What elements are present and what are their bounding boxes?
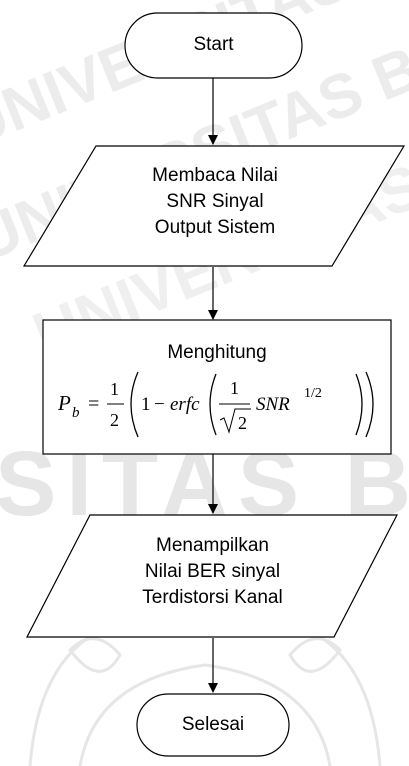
formula-inner-numerator: 1 [230, 378, 239, 398]
formula-frac-numerator: 1 [110, 379, 119, 399]
start-terminator-shape [124, 12, 303, 79]
formula-one: 1 [141, 394, 151, 415]
output-line-2: Nilai BER sinyal [144, 561, 281, 582]
end-terminator-shape [136, 693, 290, 757]
formula-minus: − [154, 394, 165, 415]
input-line-2: SNR Sinyal [166, 191, 264, 212]
output-parallelogram-shape [26, 514, 398, 638]
formula-sqrt-sign [219, 408, 251, 434]
formula-inner-denominator: 2 [238, 413, 247, 433]
formula-outer-left-paren [130, 371, 139, 438]
end-label: Selesai [181, 714, 245, 735]
formula-equals: = [88, 393, 99, 415]
formula-lhs-subscript: b [72, 405, 80, 421]
formula-variable: SNR [256, 394, 290, 415]
formula-outer-right-paren [365, 371, 374, 438]
formula-exponent: 1/2 [304, 386, 322, 401]
start-label: Start [193, 34, 234, 55]
input-line-1: Membaca Nilai [152, 165, 278, 186]
formula-function: erfc [170, 394, 200, 415]
formula-lhs: P [57, 391, 71, 415]
formula-inner-right-paren [355, 373, 363, 436]
process-rectangle-shape [42, 319, 392, 455]
output-line-3: Terdistorsi Kanal [142, 587, 283, 608]
formula-frac-denominator: 2 [110, 410, 119, 430]
formula-inner-left-paren [209, 373, 217, 436]
input-line-3: Output Sistem [154, 217, 276, 238]
process-title: Menghitung [167, 342, 267, 363]
output-label: Menampilkan Nilai BER sinyal Terdistorsi… [85, 533, 340, 611]
input-parallelogram-shape [22, 145, 406, 267]
output-line-1: Menampilkan [156, 535, 269, 556]
input-label: Membaca Nilai SNR Sinyal Output Sistem [90, 163, 340, 241]
